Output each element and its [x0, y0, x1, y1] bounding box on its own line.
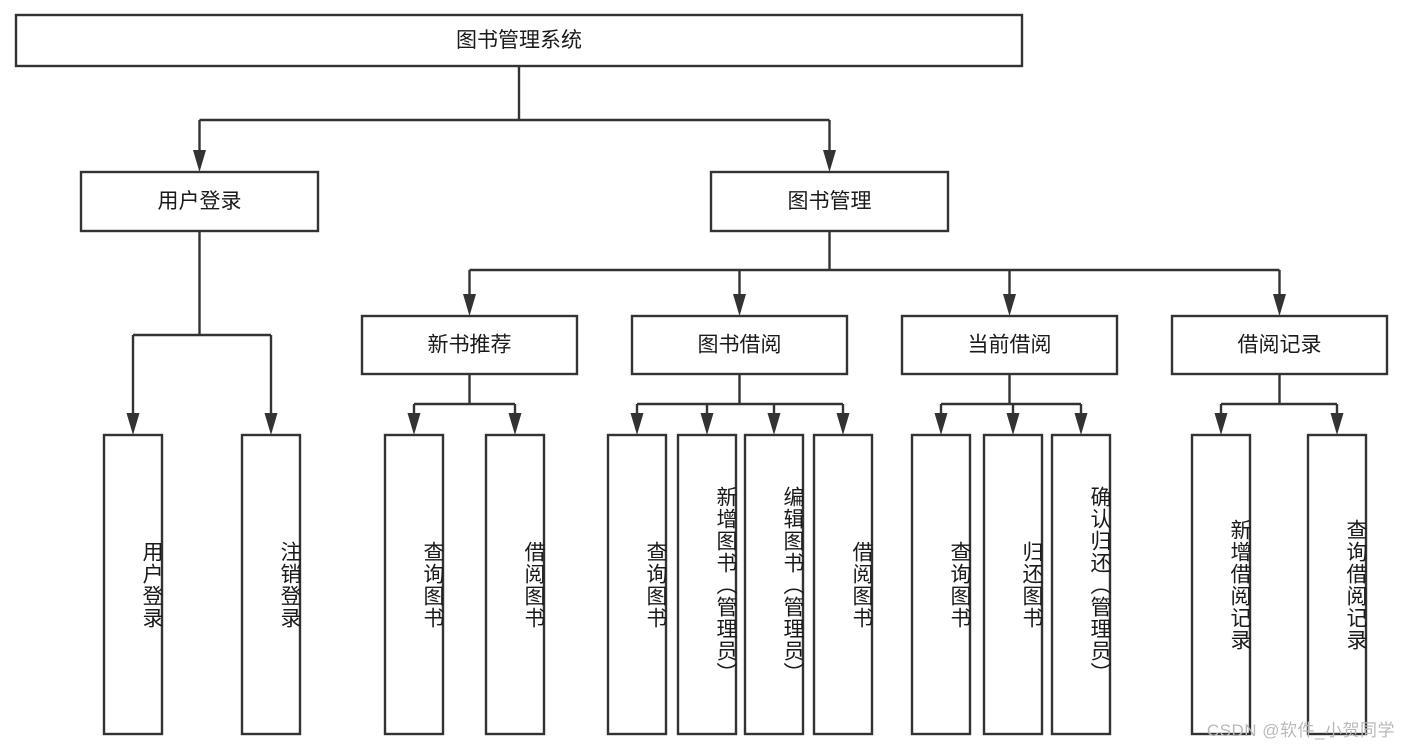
node-label-borrow-record: 借阅记录 [1238, 334, 1322, 357]
node-box-leaf-add-record[interactable] [1190, 433, 1252, 736]
arrow-head-leaf-borrow-book-2 [836, 413, 850, 435]
arrow-head-user-login [193, 150, 206, 172]
node-box-leaf-query-book-1[interactable] [383, 433, 445, 736]
node-box-book-manage[interactable] [709, 170, 950, 233]
node-box-leaf-query-book-3[interactable] [910, 433, 972, 736]
node-box-borrow-record[interactable] [1170, 314, 1389, 376]
arrow-head-leaf-edit-book [767, 413, 781, 435]
arrow-head-leaf-borrow-book-1 [508, 413, 522, 435]
node-label-root: 图书管理系统 [456, 29, 582, 52]
node-box-leaf-query-record[interactable] [1306, 433, 1368, 736]
watermark-text: CSDN @软件_小贺同学 [1206, 721, 1395, 740]
node-box-leaf-borrow-book-2[interactable] [812, 433, 874, 736]
arrow-head-book-manage [823, 150, 836, 172]
arrow-head-leaf-return-book [1006, 413, 1020, 435]
arrow-head-leaf-confirm-return [1074, 413, 1088, 435]
node-label-new-book-recommend: 新书推荐 [428, 334, 512, 357]
node-box-leaf-user-logout[interactable] [240, 433, 302, 736]
arrow-head-leaf-add-record [1214, 413, 1228, 435]
node-box-leaf-query-book-2[interactable] [606, 433, 668, 736]
node-label-book-manage: 图书管理 [788, 190, 872, 213]
arrow-head-leaf-query-book-3 [934, 413, 948, 435]
node-box-current-borrow[interactable] [900, 314, 1119, 376]
node-box-root[interactable] [14, 13, 1024, 68]
arrow-head-current-borrow [1003, 294, 1016, 316]
node-box-leaf-add-book[interactable] [676, 433, 738, 736]
node-box-leaf-return-book[interactable] [982, 433, 1044, 736]
node-box-new-book-recommend[interactable] [360, 314, 579, 376]
arrow-head-borrow-record [1273, 294, 1286, 316]
arrow-head-leaf-user-login [126, 413, 140, 435]
arrow-head-leaf-query-book-2 [630, 413, 644, 435]
arrow-head-book-borrow [733, 294, 746, 316]
arrow-head-new-book-recommend [463, 294, 476, 316]
node-box-layer [14, 13, 1389, 736]
node-label-current-borrow: 当前借阅 [968, 334, 1052, 357]
node-box-user-login[interactable] [79, 170, 320, 233]
node-box-leaf-user-login[interactable] [102, 433, 164, 736]
node-box-leaf-confirm-return[interactable] [1050, 433, 1112, 736]
node-box-book-borrow[interactable] [630, 314, 849, 376]
arrow-head-leaf-query-book-1 [407, 413, 421, 435]
node-label-user-login: 用户登录 [158, 190, 242, 213]
arrow-head-leaf-user-logout [264, 413, 278, 435]
node-box-leaf-edit-book[interactable] [743, 433, 805, 736]
node-label-book-borrow: 图书借阅 [698, 334, 782, 357]
connector-layer [126, 66, 1344, 435]
node-box-leaf-borrow-book-1[interactable] [484, 433, 546, 736]
arrow-head-leaf-add-book [700, 413, 714, 435]
arrow-head-leaf-query-record [1330, 413, 1344, 435]
